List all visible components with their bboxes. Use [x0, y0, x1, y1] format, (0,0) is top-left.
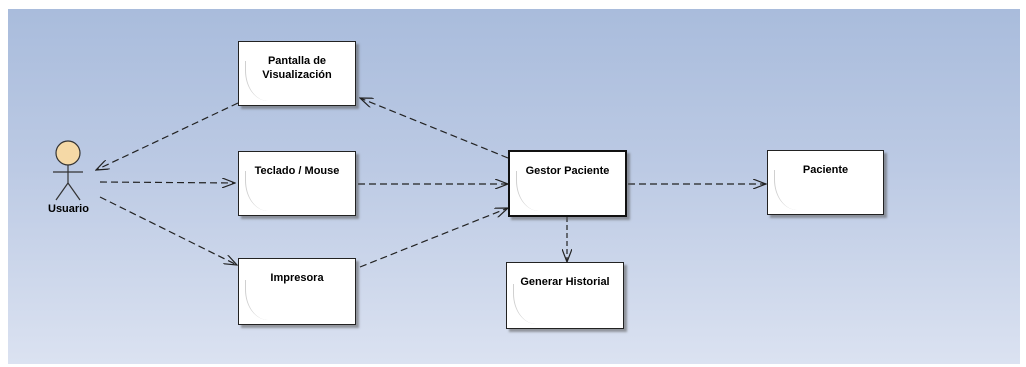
node-pantalla[interactable]: Pantalla de Visualización — [238, 41, 356, 106]
node-gestor[interactable]: Gestor Paciente — [508, 150, 627, 217]
node-paciente-label: Paciente — [802, 164, 849, 176]
node-impresora-label: Impresora — [270, 272, 324, 284]
node-teclado[interactable]: Teclado / Mouse — [238, 151, 356, 216]
edge-gestor-pantalla — [360, 98, 509, 159]
node-pantalla-label: Pantalla de Visualización — [262, 55, 332, 81]
actor-usuario-label: Usuario — [48, 203, 89, 215]
edge-pantalla-usuario — [96, 102, 239, 170]
edge-usuario-impresora — [99, 196, 237, 265]
actor-usuario-icon[interactable] — [53, 140, 83, 201]
edge-usuario-teclado — [99, 182, 235, 183]
node-paciente[interactable]: Paciente — [767, 150, 884, 215]
node-teclado-label: Teclado / Mouse — [254, 165, 340, 177]
node-historial[interactable]: Generar Historial — [506, 262, 624, 329]
edge-impresora-gestor — [359, 208, 508, 268]
node-historial-label: Generar Historial — [520, 276, 610, 288]
node-impresora[interactable]: Impresora — [238, 258, 356, 325]
node-gestor-label: Gestor Paciente — [525, 165, 610, 177]
